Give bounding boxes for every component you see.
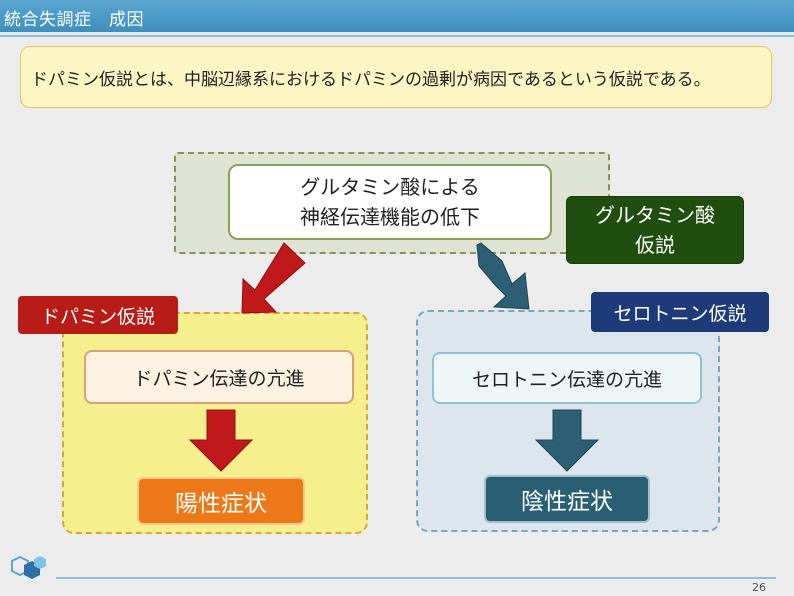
slide-title: 統合失調症 成因 bbox=[4, 10, 144, 30]
title-bar: 統合失調症 成因 bbox=[0, 0, 794, 35]
dopamine-mechanism-box: ドパミン伝達の亢進 bbox=[84, 350, 354, 404]
page-number: 26 bbox=[752, 581, 766, 594]
negative-symptom-text: 陰性症状 bbox=[521, 489, 613, 515]
glutamate-cause-line1: グルタミン酸による bbox=[300, 175, 480, 199]
negative-symptom-box: 陰性症状 bbox=[484, 475, 650, 523]
serotonin-hypothesis-label: セロトニン仮説 bbox=[591, 292, 769, 332]
glutamate-hypothesis-label: グルタミン酸 仮説 bbox=[566, 196, 744, 264]
glutamate-to-dopamine-arrow bbox=[241, 242, 306, 314]
dopamine-down-arrow bbox=[188, 409, 254, 472]
serotonin-mechanism-box: セロトニン伝達の亢進 bbox=[432, 352, 702, 404]
glutamate-label-line2: 仮説 bbox=[635, 233, 675, 257]
definition-text: ドパミン仮説とは、中脳辺縁系におけるドパミンの過剰が病因であるという仮説である。 bbox=[31, 69, 711, 90]
title-underline bbox=[0, 35, 794, 37]
definition-box: ドパミン仮説とは、中脳辺縁系におけるドパミンの過剰が病因であるという仮説である。 bbox=[20, 46, 772, 108]
serotonin-down-arrow bbox=[534, 409, 600, 472]
footer-line bbox=[56, 577, 776, 579]
positive-symptom-text: 陽性症状 bbox=[175, 491, 267, 517]
positive-symptom-box: 陽性症状 bbox=[137, 477, 305, 525]
glutamate-label-line1: グルタミン酸 bbox=[595, 203, 715, 227]
serotonin-label-text: セロトニン仮説 bbox=[613, 302, 747, 325]
dopamine-hypothesis-label: ドパミン仮説 bbox=[18, 296, 178, 334]
dopamine-mechanism-text: ドパミン伝達の亢進 bbox=[133, 367, 305, 390]
dopamine-label-text: ドパミン仮説 bbox=[40, 305, 155, 328]
serotonin-mechanism-text: セロトニン伝達の亢進 bbox=[471, 368, 662, 391]
hexagon-logo-icon bbox=[11, 555, 46, 579]
glutamate-cause-line2: 神経伝達機能の低下 bbox=[300, 205, 480, 229]
glutamate-to-serotonin-arrow bbox=[476, 242, 530, 310]
glutamate-cause-box: グルタミン酸による 神経伝達機能の低下 bbox=[228, 164, 552, 240]
